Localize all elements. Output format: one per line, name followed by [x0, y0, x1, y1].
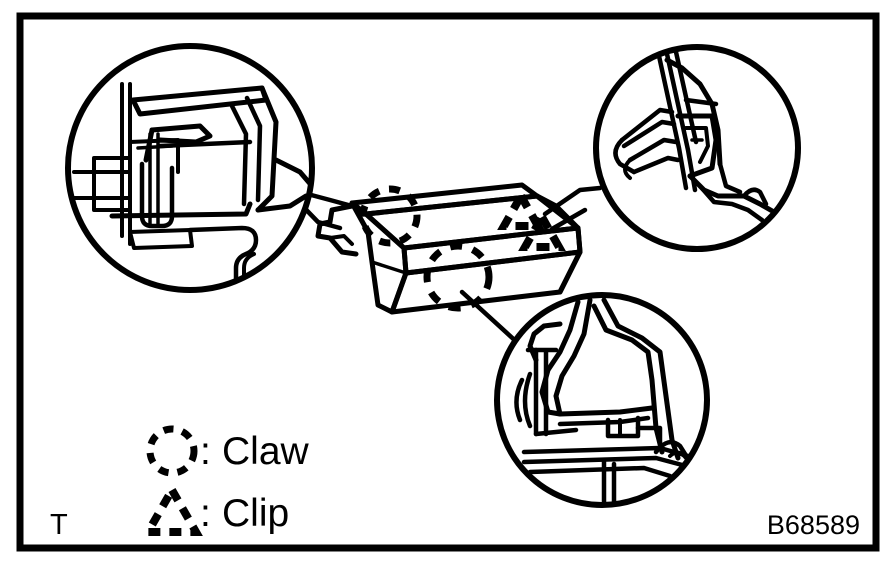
- legend-claw-separator: :: [200, 430, 211, 473]
- part-crease-a: [376, 303, 394, 314]
- dashed-triangle-icon: [141, 481, 203, 536]
- legend-claw-label: Claw: [222, 430, 310, 473]
- claw-marker: [359, 185, 421, 247]
- claw-marker: [423, 242, 493, 312]
- legend-clip-separator: :: [200, 492, 211, 535]
- dashed-circle-icon: [146, 425, 198, 477]
- top-right-detail-contents: [613, 49, 777, 223]
- left-detail-contents: [72, 82, 312, 290]
- legend-item-claw: : Claw: [146, 425, 310, 477]
- part-right-end: [534, 193, 583, 295]
- top-right-detail-view: [593, 44, 801, 252]
- part-left-tab-detail: [328, 234, 354, 246]
- corner-label: T: [50, 509, 68, 541]
- left-detail-view: [65, 43, 315, 293]
- clip-marker: [497, 187, 545, 230]
- part-crease-b: [370, 260, 408, 275]
- legend-item-clip: : Clip: [141, 481, 289, 536]
- part-left-tab: [315, 203, 359, 257]
- bottom-right-detail-contents: [514, 297, 693, 505]
- legend-clip-label: Clip: [222, 492, 289, 535]
- top-right-detail-circle: [593, 44, 801, 252]
- clip-markers: [497, 187, 566, 251]
- figure-code: B68589: [767, 510, 860, 540]
- legend: : Claw : Clip: [141, 425, 310, 536]
- bottom-right-detail-view: [494, 292, 710, 508]
- clip-marker: [518, 208, 566, 251]
- claw-markers: [359, 185, 493, 312]
